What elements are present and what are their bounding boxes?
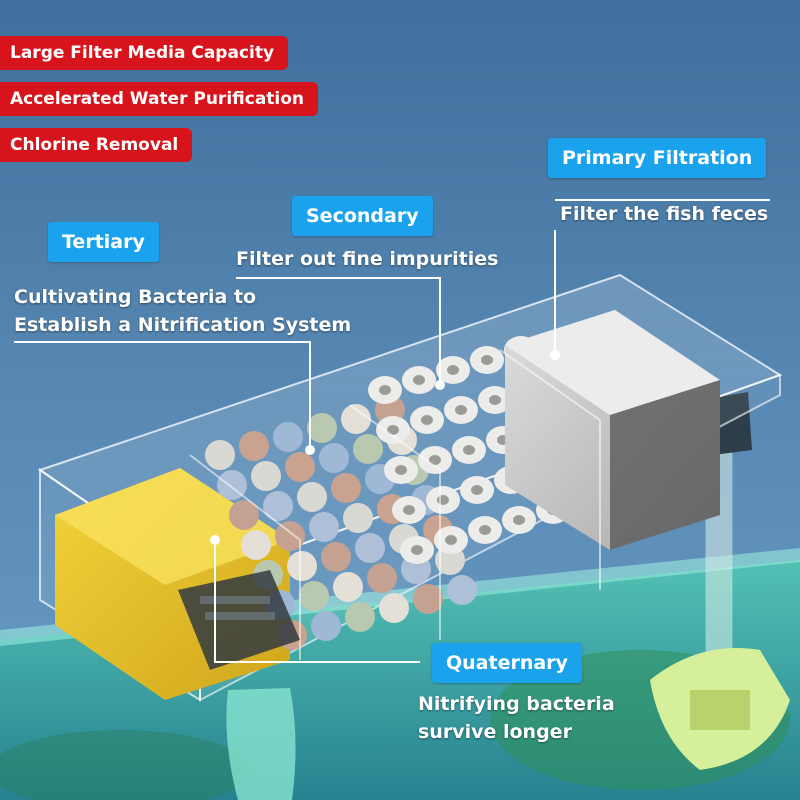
feature-badge-capacity: Large Filter Media Capacity bbox=[0, 36, 289, 70]
bio-ball bbox=[345, 602, 375, 632]
bio-ball bbox=[367, 563, 397, 593]
ceramic-ring bbox=[452, 436, 486, 464]
callout-dots bbox=[210, 350, 560, 545]
bio-ball bbox=[205, 440, 235, 470]
quaternary-desc-line1: Nitrifying bacteria bbox=[418, 693, 615, 715]
bio-ball bbox=[241, 530, 271, 560]
bio-ball bbox=[299, 581, 329, 611]
bio-ball bbox=[413, 584, 443, 614]
ceramic-ring bbox=[478, 386, 512, 414]
bio-ball bbox=[309, 512, 339, 542]
secondary-tag: Secondary bbox=[292, 196, 433, 236]
quaternary-tag: Quaternary bbox=[432, 643, 582, 683]
bio-ball bbox=[297, 482, 327, 512]
quaternary-desc-line2: survive longer bbox=[418, 721, 572, 743]
plant bbox=[0, 730, 250, 800]
water-outflow bbox=[226, 688, 296, 800]
bio-ball bbox=[275, 521, 305, 551]
bio-ball bbox=[343, 503, 373, 533]
bio-ball bbox=[251, 461, 281, 491]
bio-ball bbox=[287, 551, 317, 581]
feature-badge-chlorine: Chlorine Removal bbox=[0, 128, 193, 162]
ceramic-ring bbox=[434, 526, 468, 554]
ceramic-ring bbox=[436, 356, 470, 384]
bio-ball bbox=[319, 443, 349, 473]
feature-badge-purification: Accelerated Water Purification bbox=[0, 82, 319, 116]
bio-ball bbox=[341, 404, 371, 434]
tertiary-desc-line1: Cultivating Bacteria to bbox=[14, 286, 257, 308]
bio-ball bbox=[447, 575, 477, 605]
ceramic-ring bbox=[470, 346, 504, 374]
bio-ball bbox=[331, 473, 361, 503]
ceramic-ring bbox=[468, 516, 502, 544]
bio-ball bbox=[273, 422, 303, 452]
bio-ball bbox=[311, 611, 341, 641]
bio-ball bbox=[263, 491, 293, 521]
bio-ball bbox=[285, 452, 315, 482]
suction-grid bbox=[690, 690, 750, 730]
divider bbox=[499, 349, 601, 590]
bio-ball bbox=[333, 572, 363, 602]
primary-filtration-desc: Filter the fish feces bbox=[560, 203, 769, 225]
ceramic-ring bbox=[400, 536, 434, 564]
ceramic-ring bbox=[410, 406, 444, 434]
bio-ball bbox=[307, 413, 337, 443]
divider bbox=[189, 454, 301, 660]
bio-ball bbox=[355, 533, 385, 563]
bio-ball bbox=[353, 434, 383, 464]
ceramic-ring bbox=[392, 496, 426, 524]
ceramic-ring bbox=[426, 486, 460, 514]
ceramic-ring bbox=[444, 396, 478, 424]
primary-filtration-tag: Primary Filtration bbox=[548, 138, 767, 178]
callout-lines bbox=[14, 199, 770, 663]
ceramic-ring bbox=[502, 506, 536, 534]
tertiary-desc-line2: Establish a Nitrification System bbox=[14, 314, 352, 336]
bio-ball bbox=[379, 593, 409, 623]
ceramic-ring bbox=[384, 456, 418, 484]
bio-ball bbox=[239, 431, 269, 461]
ceramic-ring bbox=[376, 416, 410, 444]
secondary-desc: Filter out fine impurities bbox=[236, 248, 499, 270]
bio-ball bbox=[229, 500, 259, 530]
ceramic-ring bbox=[368, 376, 402, 404]
divider bbox=[349, 404, 441, 640]
bio-ball bbox=[321, 542, 351, 572]
ceramic-ring bbox=[402, 366, 436, 394]
tertiary-tag: Tertiary bbox=[48, 222, 159, 262]
ceramic-ring bbox=[460, 476, 494, 504]
ceramic-ring bbox=[418, 446, 452, 474]
